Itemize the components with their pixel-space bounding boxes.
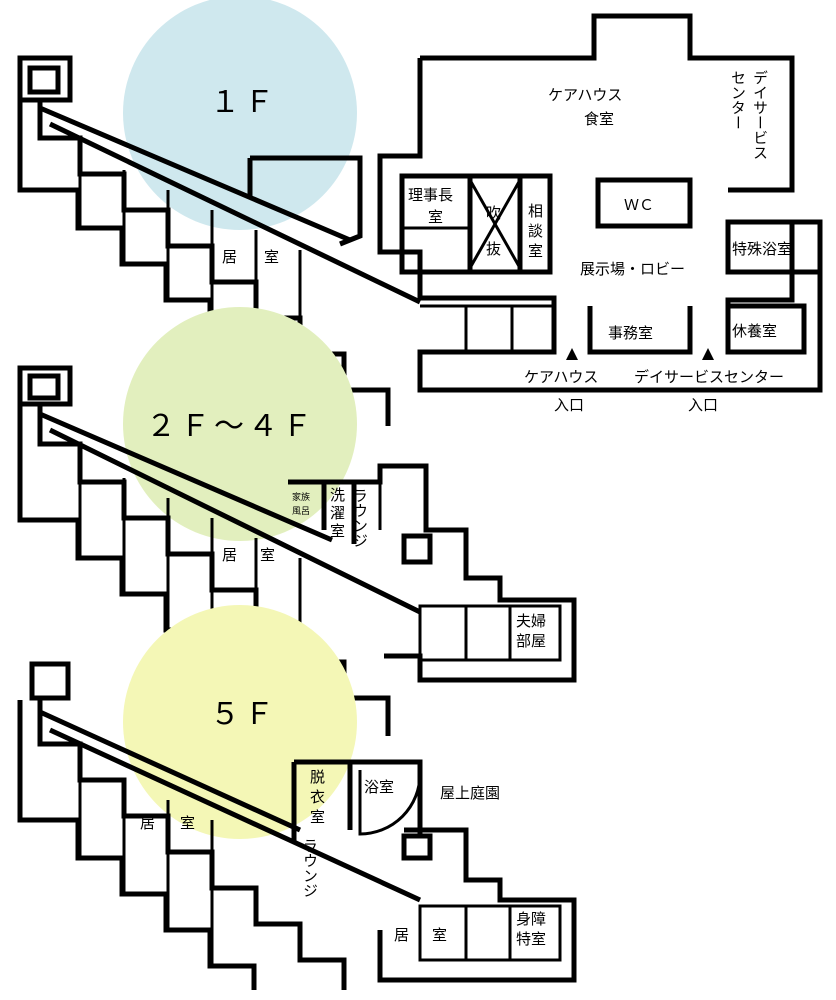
consult-label-1: 相 <box>528 202 543 220</box>
f5-resident-a-label-1: 居 <box>140 814 155 832</box>
consult-label-3: 室 <box>528 242 543 260</box>
bath-label: 浴室 <box>364 778 394 796</box>
floor-2-title: ２Ｆ～４Ｆ <box>146 409 316 444</box>
floor-5-title: ５Ｆ <box>210 697 278 732</box>
day-center-entrance-label: デイサービスセンター <box>634 368 784 386</box>
dressing-label-3: 室 <box>310 808 325 826</box>
floor-5-badge <box>123 605 357 839</box>
family-bath-label-1: 家族 <box>292 491 310 503</box>
laundry-label-1: 洗 <box>330 486 345 504</box>
care-house-entrance-label: ケアハウス <box>524 368 598 386</box>
office-label: 事務室 <box>608 324 653 342</box>
dressing-label-1: 脱 <box>310 768 325 786</box>
floor-1-title: １Ｆ <box>210 85 278 120</box>
floor-5: ５Ｆ 居 室 脱 衣 室 浴室 屋上庭園 ラウンジ 居 室 身障 特室 <box>17 605 577 990</box>
atrium-label-2: 抜 <box>486 240 501 258</box>
special-room-label-2: 特室 <box>516 930 546 948</box>
atrium-label-1: 吹 <box>486 204 501 222</box>
day-service-label-2: センター <box>729 70 747 130</box>
f2-resident-label-1: 居 <box>222 546 237 564</box>
f1-resident-label-2: 室 <box>264 248 279 266</box>
special-room-label-1: 身障 <box>516 910 546 928</box>
f5-resident-b-label-1: 居 <box>394 926 409 944</box>
care-dining-label-1: ケアハウス <box>548 86 622 104</box>
director-label-1: 理事長 <box>408 186 453 204</box>
care-dining-label-2: 食室 <box>584 110 614 128</box>
care-house-entrance-arrow-icon <box>566 348 578 360</box>
wc-label: ＷＣ <box>624 196 654 214</box>
floor-1-main-building <box>247 13 823 393</box>
floor-1: １Ｆ 居 室 ケアハウス 食室 デイサービス センター 理事長 室 吹 抜 相 … <box>17 0 823 426</box>
consult-label-2: 談 <box>528 222 543 240</box>
dressing-label-2: 衣 <box>310 788 325 806</box>
lounge-label: ラウンジ <box>351 488 369 548</box>
couple-room-label-1: 夫婦 <box>516 612 546 630</box>
director-label-2: 室 <box>428 208 443 226</box>
special-bath-label: 特殊浴室 <box>732 240 792 258</box>
f2-resident-label-2: 室 <box>260 546 275 564</box>
laundry-label-2: 濯 <box>330 504 345 522</box>
family-bath-label-2: 風呂 <box>292 506 310 517</box>
f5-lounge-label: ラウンジ <box>301 838 319 898</box>
f5-resident-b-label-2: 室 <box>432 926 447 944</box>
laundry-label-3: 室 <box>330 522 345 540</box>
floor-1-badge <box>123 0 357 230</box>
roof-garden-label: 屋上庭園 <box>440 784 500 802</box>
f5-resident-a-label-2: 室 <box>180 814 195 832</box>
couple-room-label-2: 部屋 <box>516 632 546 650</box>
f1-resident-label-1: 居 <box>222 248 237 266</box>
lobby-label: 展示場・ロビー <box>580 260 685 278</box>
rest-room-label: 休養室 <box>732 322 777 340</box>
day-center-entrance-arrow-icon <box>702 348 714 360</box>
day-center-entry-word: 入口 <box>688 396 718 414</box>
day-service-label-1: デイサービス <box>751 70 769 160</box>
care-house-entry-word: 入口 <box>554 396 584 414</box>
